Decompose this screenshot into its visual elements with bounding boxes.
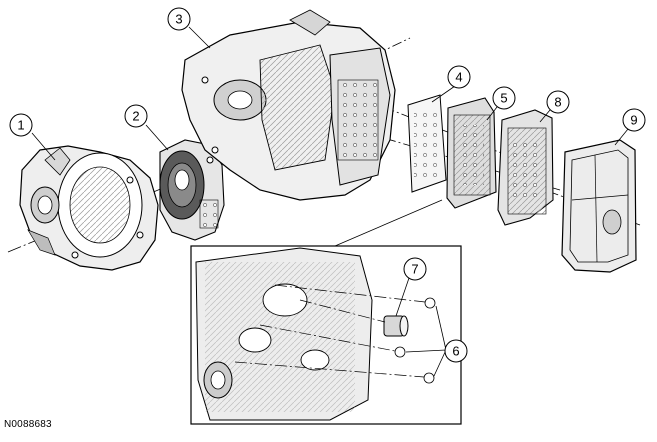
oil-pump xyxy=(159,139,225,241)
transaxle-case xyxy=(181,9,396,201)
detail-inset xyxy=(190,245,462,425)
callout-2: 2 xyxy=(124,104,148,128)
svg-text:2: 2 xyxy=(132,109,139,124)
callout-8: 8 xyxy=(546,90,570,114)
main-control-valve-body xyxy=(446,97,497,209)
callouts: 1 2 3 4 5 6 7 8 xyxy=(9,7,646,363)
callout-1: 1 xyxy=(9,113,33,137)
separator-plate xyxy=(407,94,447,193)
check-balls xyxy=(394,297,436,384)
svg-text:9: 9 xyxy=(630,113,637,128)
leader-lines xyxy=(31,26,629,377)
svg-text:4: 4 xyxy=(455,70,462,85)
svg-text:1: 1 xyxy=(17,118,24,133)
svg-text:8: 8 xyxy=(554,95,561,110)
svg-text:7: 7 xyxy=(411,262,418,277)
svg-text:3: 3 xyxy=(175,12,182,27)
svg-text:6: 6 xyxy=(452,344,459,359)
plug xyxy=(383,315,409,337)
figure-reference-code: N0088683 xyxy=(4,419,52,430)
callout-5: 5 xyxy=(492,86,516,110)
valve-body-upper xyxy=(497,109,554,226)
callout-6: 6 xyxy=(444,339,468,363)
bell-housing xyxy=(19,145,159,271)
valve-body-cover xyxy=(561,139,637,273)
svg-text:5: 5 xyxy=(500,91,507,106)
callout-4: 4 xyxy=(447,65,471,89)
callout-7: 7 xyxy=(403,257,427,281)
callout-9: 9 xyxy=(622,108,646,132)
callout-3: 3 xyxy=(167,7,191,31)
